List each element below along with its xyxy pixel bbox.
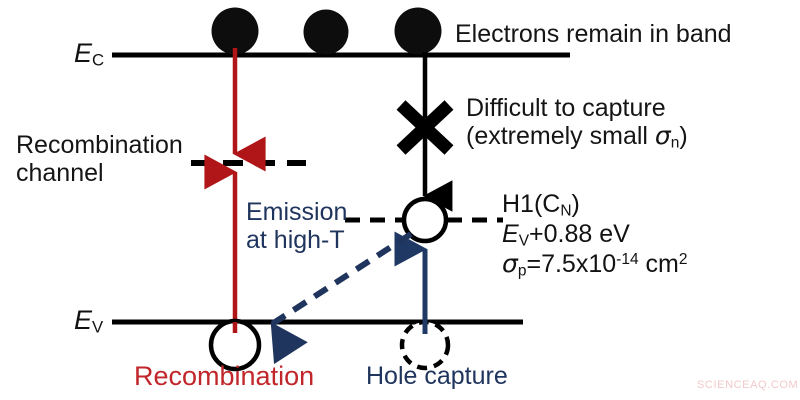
electron-1 — [211, 7, 259, 55]
emission-line2: at high-T — [246, 226, 345, 254]
recombination-channel-line2: channel — [16, 159, 104, 187]
trap-cross-section-label: σp=7.5x10-14 cm2 — [502, 248, 688, 279]
trap-level-info: H1(CN) EV+0.88 eV σp=7.5x10-14 cm2 — [502, 190, 687, 279]
difficult-to-capture-line2: (extremely small σn) — [466, 121, 688, 152]
valence-band-label: EV — [74, 305, 104, 337]
emission-at-high-t-label: Emission at high-T — [246, 198, 347, 254]
trap-energy-label: EV+0.88 eV — [502, 219, 630, 250]
watermark: SCIENCEAQ.COM — [697, 379, 799, 391]
recombination-channel-label: Recombination channel — [16, 131, 183, 187]
sigma-p-symbol: σ — [502, 248, 518, 278]
difficult-to-capture-line1: Difficult to capture — [466, 94, 666, 122]
hole-capture-caption: Hole capture — [366, 362, 508, 390]
electron-2 — [303, 9, 349, 55]
difficult-to-capture-label: Difficult to capture (extremely small σn… — [466, 94, 688, 152]
conduction-band-label: EC — [74, 38, 105, 70]
trap-name-label: H1(CN) — [502, 190, 580, 220]
electron-3 — [394, 7, 442, 55]
emission-dashed-arrow — [270, 231, 413, 365]
sigma-n-symbol: σ — [654, 121, 671, 150]
recombination-caption: Recombination — [134, 361, 315, 391]
recombination-channel-line1: Recombination — [16, 131, 183, 159]
recombination-hole-circle — [208, 318, 262, 372]
emission-line1: Emission — [246, 198, 348, 226]
blocked-cross-icon — [396, 100, 454, 155]
electrons-remain-label: Electrons remain in band — [455, 20, 732, 48]
